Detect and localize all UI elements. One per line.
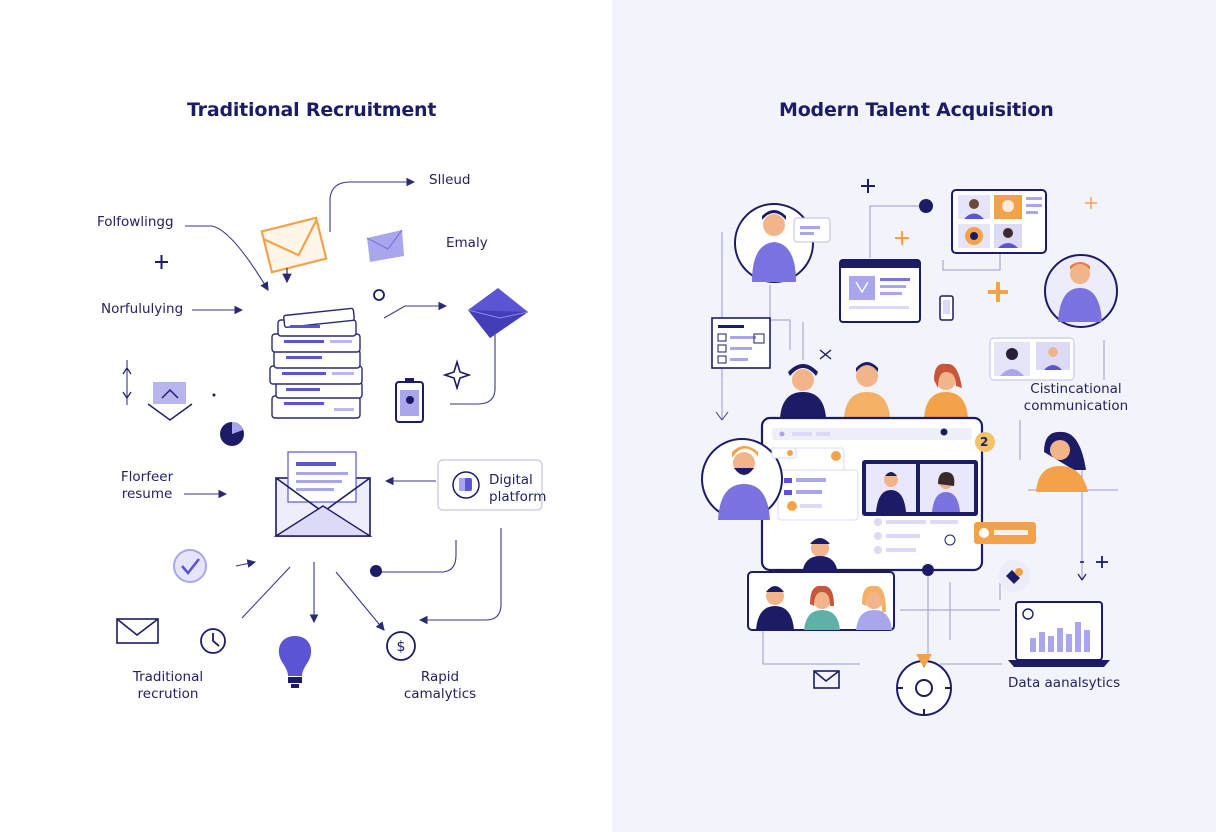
browser-window-icon (839, 259, 921, 323)
lavender-envelope-icon (366, 229, 404, 262)
label-traditional-recrution: Traditional recrution (122, 669, 214, 703)
video-thumbnail-card (989, 337, 1075, 381)
main-dashboard-window (760, 416, 984, 576)
notification-toast (974, 522, 1036, 544)
label-rapid-camalytics: Rapid camalytics (394, 669, 486, 703)
label-digital-line1: Digital (489, 472, 533, 488)
label-communication-line2: communication (1023, 398, 1129, 414)
team-people-icon (780, 362, 968, 418)
lightbulb-icon (278, 636, 312, 688)
document-list-icon (711, 317, 771, 369)
label-digital-line2: platform (489, 489, 547, 505)
paper-plane-icon (467, 288, 529, 338)
check-circle-icon (173, 549, 207, 583)
label-data-analytics: Data aanalsytics (1008, 675, 1121, 691)
label-rapid-line1: Rapid (420, 669, 460, 685)
label-florfeer-resume: Florfeer resume (117, 469, 177, 503)
team-video-card (747, 571, 895, 631)
plus-icon (155, 255, 168, 269)
navy-dot-icon (370, 565, 382, 577)
mail-icon (116, 618, 159, 644)
chat-bubble-icon (147, 382, 193, 421)
pie-chart-icon (220, 422, 244, 446)
dot-icon (212, 393, 216, 397)
chat-reaction-icon (998, 560, 1030, 592)
arrow-down-icon (1077, 573, 1087, 581)
book-stack-icon (269, 307, 363, 419)
traditional-recruitment-title: Traditional Recruitment (187, 99, 437, 121)
mail-icon (813, 670, 840, 689)
notification-badge (975, 432, 995, 452)
digital-platform-box (437, 459, 543, 511)
laptop-analytics-icon (1008, 601, 1110, 667)
small-circle-icon (373, 289, 385, 301)
label-emaly: Emaly (446, 235, 488, 251)
label-communication: Cistincational communication (1016, 381, 1136, 415)
label-rapid-line2: camalytics (403, 686, 477, 702)
label-digital-platform: Digital platform (489, 472, 546, 506)
open-envelope-letter-icon (273, 451, 373, 537)
label-traditional-line2: recrution (137, 686, 199, 702)
label-sleud: Slleud (429, 172, 471, 188)
label-traditional-line1: Traditional (132, 669, 204, 685)
avatar-woman-right (1036, 431, 1088, 492)
plus-icons-right (819, 179, 1108, 568)
label-followings: Folfowlingg (97, 214, 174, 230)
sparkle-icon (442, 359, 472, 391)
avatar-circle-man-right (1044, 254, 1118, 328)
label-norfululiving: Norfululying (101, 301, 184, 317)
orange-envelope-icon (260, 216, 328, 274)
badge-count: 2 (980, 435, 989, 449)
label-florfeer-line2: resume (121, 486, 173, 502)
small-phone-icon (939, 295, 954, 321)
dial-icon (896, 654, 952, 716)
coin-icon: $ (386, 631, 416, 661)
clock-icon (200, 628, 226, 654)
modern-talent-acquisition-title: Modern Talent Acquisition (779, 99, 1054, 121)
video-call-grid-card (951, 189, 1047, 254)
label-florfeer-line1: Florfeer (120, 469, 174, 485)
avatar-circle-man (734, 203, 831, 283)
person-below-dashboard (802, 538, 838, 574)
left-connectors (126, 177, 502, 631)
navy-dot-icon (919, 199, 933, 213)
phone-icon (395, 378, 424, 423)
svg-text:$: $ (397, 639, 406, 655)
vertical-arrows-icon (122, 367, 132, 399)
label-communication-line1: Cistincational (1030, 381, 1122, 397)
avatar-circle-bearded-man (701, 438, 797, 520)
